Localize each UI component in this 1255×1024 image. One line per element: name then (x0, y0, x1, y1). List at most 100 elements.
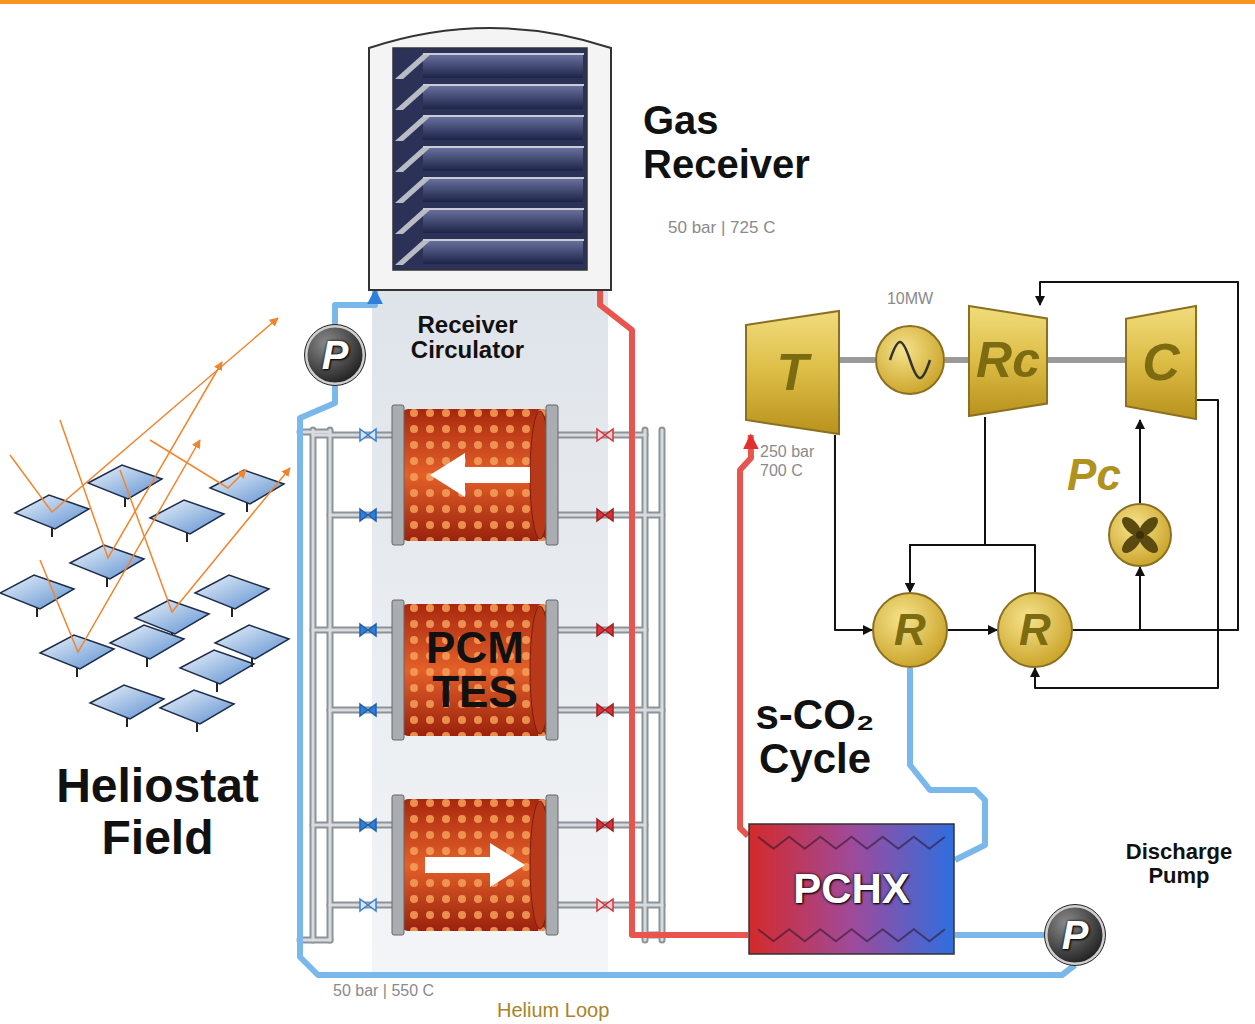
pcm-tes-tank: PCM TES (390, 600, 560, 740)
node-heading: Gas Receiver (643, 98, 858, 186)
discharge-pump-shape (1045, 905, 1106, 966)
valve (360, 704, 376, 716)
node-label: P (322, 332, 349, 378)
shaft (945, 357, 968, 363)
header-pipe (313, 629, 392, 632)
valve (360, 429, 613, 911)
diagram-label: Helium Loop (497, 999, 609, 1022)
valve (597, 624, 613, 636)
flow-arrow-left (430, 453, 530, 497)
shaft (1048, 357, 1125, 363)
heliostat-mirror (0, 465, 289, 732)
helium-pipe (955, 932, 1045, 938)
receiver-louver (423, 53, 584, 55)
node-label: R (1019, 605, 1051, 656)
header-pipe (661, 430, 664, 940)
receiver-louver (423, 177, 584, 179)
precooler-shape (1109, 504, 1171, 566)
diagram-label: 50 bar | 550 C (333, 982, 434, 1000)
generator: 10MW (875, 325, 945, 395)
receiver-louver (423, 84, 584, 86)
receiver-louver (423, 208, 584, 210)
recuperator-shape (998, 593, 1072, 667)
storage-tank (392, 795, 558, 935)
node-heading: Pc (1058, 450, 1130, 501)
header-pipe (300, 937, 330, 944)
co2-flow-arrow (835, 435, 872, 630)
receiver-louver (395, 240, 431, 265)
receiver-louver (423, 115, 584, 117)
receiver-louver (395, 54, 584, 265)
receiver-louver (423, 54, 583, 78)
co2-flow-arrow (910, 545, 1035, 592)
generator-shape (890, 342, 930, 378)
node-heading: 50 bar | 725 C (668, 218, 838, 238)
heliostat-mirror (180, 650, 254, 692)
gas-receiver: Gas Receiver50 bar | 725 C (368, 20, 612, 290)
header-pipe (310, 430, 317, 940)
heliostat-mirror (70, 545, 144, 587)
node-label: P (1062, 912, 1089, 958)
receiver-louver (423, 85, 583, 109)
turbine-shape (746, 311, 839, 434)
top-bar (0, 0, 1255, 4)
header-pipe (313, 822, 392, 829)
node-label: Rc (976, 332, 1040, 390)
receiver-louver (423, 147, 583, 171)
header-pipe (313, 627, 392, 634)
node-label: PCM TES (410, 626, 540, 714)
shaft (840, 357, 875, 363)
header-pipe (300, 939, 330, 942)
turbine: T (745, 310, 840, 435)
header-pipe (312, 430, 315, 940)
heliostat-mirror (110, 625, 184, 667)
pchx-heat-exchanger-shape (758, 837, 945, 849)
co2-flow-arrow (1040, 282, 1238, 630)
header-pipe (300, 431, 330, 434)
heliostat-mirror (210, 470, 284, 512)
node-heading: Receiver Circulator (395, 312, 540, 362)
circulator-pump-shape (305, 325, 366, 386)
sun-ray (120, 468, 290, 612)
heliostat-mirror (195, 575, 269, 617)
receiver-louver (423, 240, 583, 264)
receiver-louver (423, 209, 583, 233)
helium-pipe (335, 290, 375, 325)
recompressor: Rc (968, 305, 1048, 417)
recompressor-shape (969, 306, 1047, 416)
precooler-shape (1136, 531, 1144, 539)
co2-flow-arrow (1073, 567, 1140, 630)
compressor-shape (1126, 306, 1196, 419)
precooler-shape (1136, 531, 1161, 556)
compressor: C (1125, 305, 1197, 420)
hot-helium-pipe (740, 435, 751, 836)
sun-ray (40, 440, 200, 652)
precooler-shape (1136, 514, 1161, 539)
header-pipe (329, 430, 332, 940)
receiver-louver (395, 178, 431, 203)
gas-receiver-shape (368, 20, 612, 290)
valve (597, 819, 613, 831)
sun-ray (150, 440, 246, 488)
heliostat-mirror (215, 625, 289, 667)
discharge-pump-shape (1046, 906, 1104, 964)
valve (360, 819, 376, 831)
valve (597, 899, 613, 911)
receiver-louver (423, 146, 584, 148)
hot-helium-pipe (600, 290, 748, 935)
gas-receiver-shape (393, 48, 587, 270)
precooler-shape (1119, 531, 1144, 556)
valve (360, 899, 376, 911)
node-label: C (1142, 333, 1180, 393)
header-pipe (313, 434, 392, 437)
co2-flow-arrow (948, 629, 997, 631)
precooler-shape (1119, 514, 1144, 539)
pchx-heat-exchanger-shape (758, 929, 945, 941)
receiver-louver (395, 85, 431, 110)
storage-tank (392, 405, 558, 935)
recuperator: R (997, 592, 1073, 668)
